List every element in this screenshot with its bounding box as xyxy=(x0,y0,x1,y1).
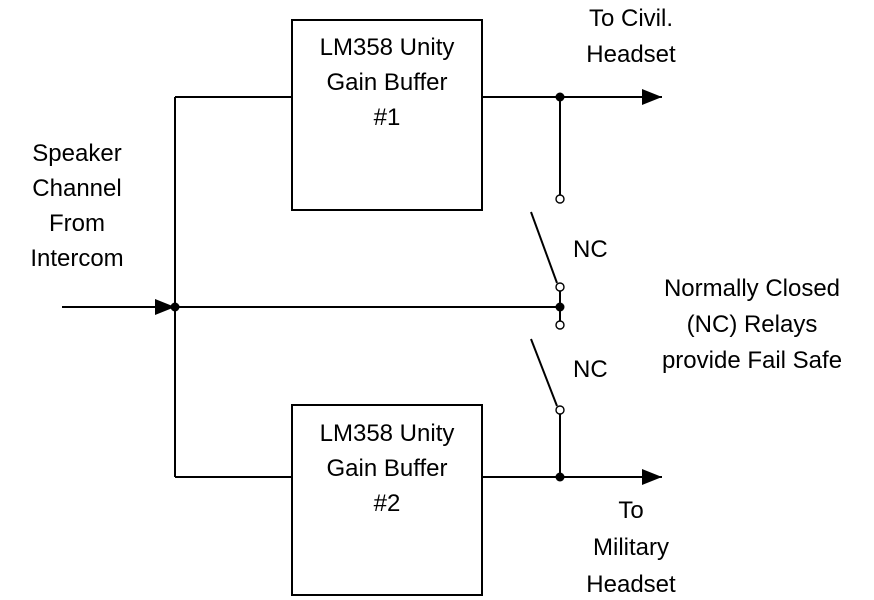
relay-1-contact-bottom xyxy=(555,282,565,292)
relay-2-contact-bottom xyxy=(555,405,565,415)
input-junction xyxy=(170,302,180,312)
relay-1-label: NC xyxy=(573,236,608,263)
buffer-1-label-line-1: LM358 Unity xyxy=(320,34,455,61)
buffer-1-label: LM358 Unity Gain Buffer #1 xyxy=(320,34,455,131)
buffer-2-label: LM358 Unity Gain Buffer #2 xyxy=(320,420,455,517)
relay-note-line-2: (NC) Relays xyxy=(687,311,818,338)
relay-2-label: NC xyxy=(573,356,608,383)
buffer-1-label-line-2: Gain Buffer xyxy=(327,69,448,96)
relay-note-line-1: Normally Closed xyxy=(664,275,840,302)
input-label-line-4: Intercom xyxy=(30,245,123,272)
buffer-2-label-line-1: LM358 Unity xyxy=(320,420,455,447)
relay-1-switch-arm xyxy=(530,211,558,284)
output-2-label: To Military Headset xyxy=(586,497,676,598)
relay-note: Normally Closed (NC) Relays provide Fail… xyxy=(662,275,842,374)
output-2-label-line-1: To xyxy=(618,497,643,524)
output-1-arrow-icon xyxy=(642,89,662,105)
relay-2-switch-arm xyxy=(530,338,558,407)
buffer-1-label-line-3: #1 xyxy=(374,104,401,131)
output-2-label-line-2: Military xyxy=(593,534,669,561)
input-arrow-icon xyxy=(155,299,175,315)
relay-note-line-3: provide Fail Safe xyxy=(662,347,842,374)
buffer-2-box xyxy=(291,404,483,596)
relay-2-contact-top xyxy=(555,320,565,330)
input-label: Speaker Channel From Intercom xyxy=(30,140,123,272)
output-1-label-line-1: To Civil. xyxy=(589,5,673,32)
output-1-label-line-2: Headset xyxy=(586,41,676,68)
buffer-2-label-line-3: #2 xyxy=(374,490,401,517)
output-1-label: To Civil. Headset xyxy=(586,5,676,68)
input-label-line-1: Speaker xyxy=(32,140,121,167)
buffer-2-label-line-2: Gain Buffer xyxy=(327,455,448,482)
input-label-line-3: From xyxy=(49,210,105,237)
relay-1-contact-top xyxy=(555,194,565,204)
output-2-arrow-icon xyxy=(642,469,662,485)
output-2-label-line-3: Headset xyxy=(586,571,676,598)
input-label-line-2: Channel xyxy=(32,175,121,202)
buffer-1-box xyxy=(291,19,483,211)
